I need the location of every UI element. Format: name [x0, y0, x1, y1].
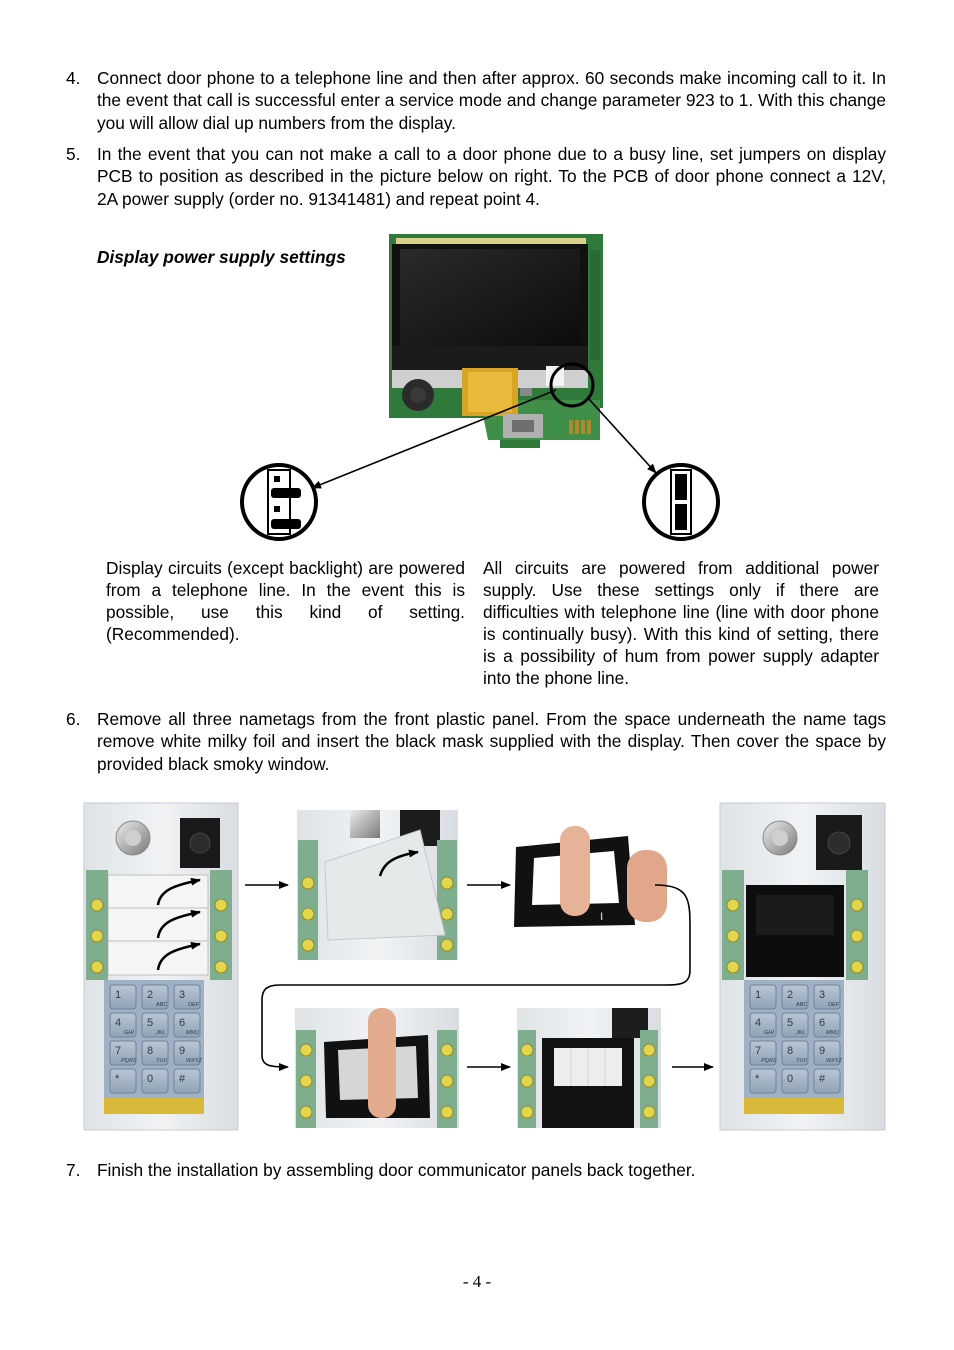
key-6-letters: MNO	[826, 1030, 840, 1036]
black-mask: ι	[514, 826, 667, 927]
key-2: 2	[147, 989, 153, 1001]
page-number: - 4 -	[462, 1272, 492, 1291]
key-9-letters: WXYZ	[186, 1058, 203, 1064]
key-hash: #	[819, 1073, 826, 1085]
key-3: 3	[179, 989, 185, 1001]
key-7: 7	[115, 1045, 121, 1057]
key-4-letters: GHI	[124, 1030, 134, 1036]
jumper-setting-external-supply-icon	[642, 463, 720, 541]
step-number: 5.	[66, 144, 81, 164]
removing-milky-foil	[297, 810, 458, 960]
figure-title: Display power supply settings	[97, 247, 346, 267]
step-number: 6.	[66, 709, 81, 729]
key-hash: #	[179, 1073, 186, 1085]
step-number: 7.	[66, 1160, 81, 1180]
key-8: 8	[147, 1045, 153, 1057]
key-3: 3	[819, 989, 825, 1001]
key-9: 9	[819, 1045, 825, 1057]
sequence-arrow	[261, 884, 691, 1071]
key-7: 7	[755, 1045, 761, 1057]
key-2-letters: ABC	[795, 1002, 807, 1008]
keypad	[109, 984, 201, 1094]
key-2-letters: ABC	[155, 1002, 167, 1008]
display-pcb-image	[389, 234, 603, 448]
key-5: 5	[147, 1017, 153, 1029]
key-4-letters: GHI	[764, 1030, 774, 1036]
key-6: 6	[819, 1017, 825, 1029]
key-5-letters: JKL	[795, 1030, 805, 1036]
arrow-to-right-jumper	[587, 397, 657, 474]
inserting-black-mask	[295, 1008, 459, 1128]
key-4: 4	[115, 1017, 121, 1029]
caption-additional-power-supply: All circuits are powered from additional…	[483, 558, 879, 688]
key-4: 4	[755, 1017, 761, 1029]
step-text: Connect door phone to a telephone line a…	[97, 68, 886, 133]
step-text: Finish the installation by assembling do…	[97, 1160, 696, 1180]
key-0: 0	[787, 1073, 793, 1085]
key-8: 8	[787, 1045, 793, 1057]
key-star: *	[755, 1073, 760, 1085]
key-3-letters: DEF	[828, 1002, 840, 1008]
arrow-to-left-jumper	[311, 389, 557, 489]
panel-with-nametags: 1 2 3 4 5 6 7 8 9 * 0 # ABC DEF GHI JKL …	[83, 802, 239, 1131]
caption-telephone-line-powered: Display circuits (except backlight) are …	[106, 558, 465, 644]
key-2: 2	[787, 989, 793, 1001]
key-5: 5	[787, 1017, 793, 1029]
step-number: 4.	[66, 68, 81, 88]
key-9: 9	[179, 1045, 185, 1057]
key-0: 0	[147, 1073, 153, 1085]
svg-text:ι: ι	[600, 907, 603, 923]
key-5-letters: JKL	[155, 1030, 165, 1036]
key-7-letters: PQRS	[121, 1058, 137, 1064]
panel-with-smoky-window: 1 2 3 4 5 6 7 8 9 * 0 # ABC DEF GHI JKL …	[719, 802, 886, 1131]
key-3-letters: DEF	[188, 1002, 200, 1008]
key-8-letters: TUV	[796, 1058, 808, 1064]
key-7-letters: PQRS	[761, 1058, 777, 1064]
jumper-setting-telephone-line-icon	[240, 463, 318, 541]
step-text: In the event that you can not make a cal…	[97, 144, 886, 209]
step-text: Remove all three nametags from the front…	[97, 709, 886, 774]
key-6-letters: MNO	[186, 1030, 200, 1036]
installation-sequence-image: 1 2 3 4 5 6 7 8 9 * 0 # ABC DEF GHI JKL …	[83, 802, 886, 1131]
key-1: 1	[755, 989, 761, 1001]
key-9-letters: WXYZ	[826, 1058, 843, 1064]
mask-inserted	[517, 1008, 661, 1128]
key-star: *	[115, 1073, 120, 1085]
key-8-letters: TUV	[156, 1058, 168, 1064]
key-6: 6	[179, 1017, 185, 1029]
key-1: 1	[115, 989, 121, 1001]
